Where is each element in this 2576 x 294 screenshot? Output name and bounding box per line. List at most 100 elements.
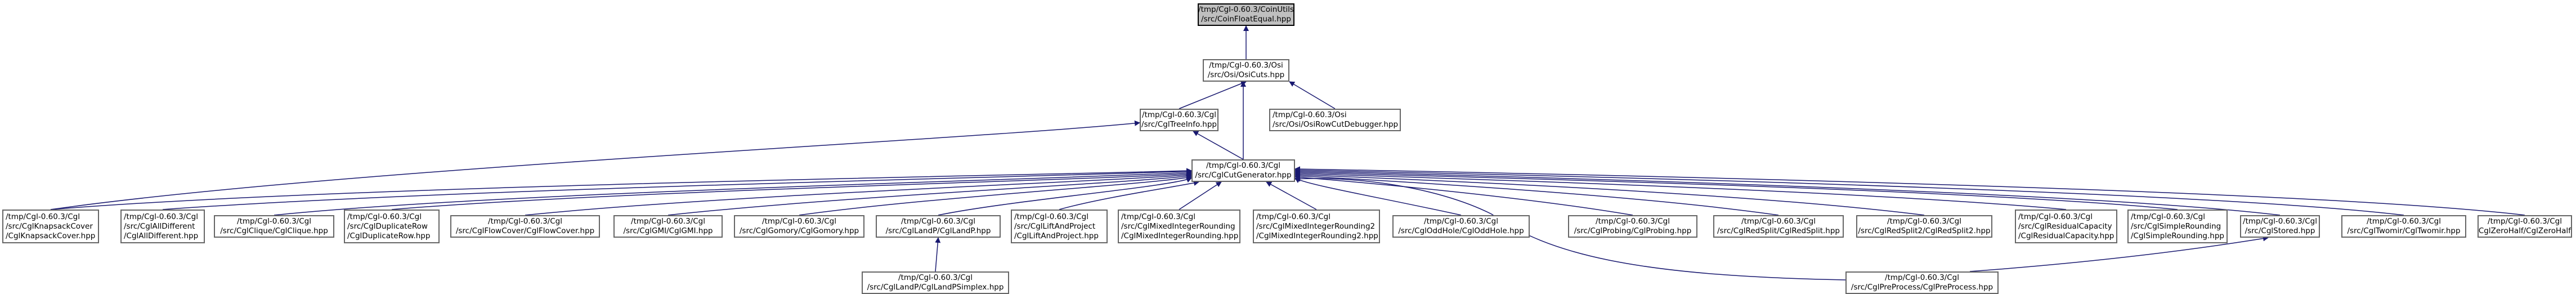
node-line: /tmp/Cgl-0.60.3/Cgl bbox=[2018, 212, 2093, 221]
edge-cglduplicaterow bbox=[391, 171, 1192, 210]
node-line: /tmp/Cgl-0.60.3/Cgl bbox=[237, 217, 311, 226]
node-cglzerohalf[interactable]: /tmp/Cgl-0.60.3/Cgl /src/CglZeroHalf/Cgl… bbox=[2478, 215, 2572, 238]
edge-cglsimplerounding bbox=[1294, 170, 2178, 210]
node-line: /CglDuplicateRow.hpp bbox=[347, 231, 431, 240]
edge-cglmixedintegerrounding2 bbox=[1266, 181, 1317, 210]
node-cglmixedintegerrounding2[interactable]: /tmp/Cgl-0.60.3/Cgl /src/CglMixedInteger… bbox=[1253, 210, 1380, 243]
node-line: /tmp/Cgl-0.60.3/Cgl bbox=[124, 212, 198, 221]
node-line: /CglSimpleRounding.hpp bbox=[2131, 231, 2224, 240]
node-line: /tmp/Cgl-0.60.3/Osi bbox=[1209, 61, 1283, 70]
node-cglalldifferent[interactable]: /tmp/Cgl-0.60.3/Cgl /src/CglAllDifferent… bbox=[120, 210, 205, 243]
node-cglduplicaterow[interactable]: /tmp/Cgl-0.60.3/Cgl /src/CglDuplicateRow… bbox=[344, 210, 440, 243]
node-line: /tmp/Cgl-0.60.3/Cgl bbox=[762, 217, 836, 226]
edge-cglredsplit bbox=[1294, 173, 1779, 216]
node-line: /src/CglOddHole/CglOddHole.hpp bbox=[1398, 226, 1524, 235]
edge-cglzerohalf bbox=[1294, 166, 2525, 216]
node-line: /tmp/Cgl-0.60.3/Cgl bbox=[2367, 217, 2441, 226]
node-cglandp[interactable]: /tmp/Cgl-0.60.3/Cgl /src/CglLandP/CglLan… bbox=[876, 215, 1001, 238]
node-line: /src/CglStored.hpp bbox=[2245, 226, 2315, 235]
node-line: /tmp/Cgl-0.60.3/Cgl bbox=[1424, 217, 1498, 226]
node-line: /tmp/Cgl-0.60.3/Osi bbox=[1273, 110, 1347, 119]
node-cglprobing[interactable]: /tmp/Cgl-0.60.3/Cgl /src/CglProbing/CglP… bbox=[1568, 215, 1697, 238]
edge-cglgmi bbox=[667, 173, 1192, 216]
edge-cglandp bbox=[938, 177, 1192, 216]
node-cglclique[interactable]: /tmp/Cgl-0.60.3/Cgl /src/CglClique/CglCl… bbox=[214, 215, 334, 238]
node-cglsimplerounding[interactable]: /tmp/Cgl-0.60.3/Cgl /src/CglSimpleRoundi… bbox=[2127, 210, 2228, 243]
node-line: /tmp/Cgl-0.60.3/Cgl bbox=[488, 217, 562, 226]
node-line: /tmp/Cgl-0.60.3/Cgl bbox=[2243, 217, 2317, 226]
node-line: /src/CglGomory/CglGomory.hpp bbox=[739, 226, 859, 235]
node-cgloddhole[interactable]: /tmp/Cgl-0.60.3/Cgl /src/CglOddHole/CglO… bbox=[1392, 215, 1530, 238]
node-line: /src/CglRedSplit2/CglRedSplit2.hpp bbox=[1858, 226, 1991, 235]
node-cgltreeinfo[interactable]: /tmp/Cgl-0.60.3/Cgl /src/CglTreeInfo.hpp bbox=[1140, 109, 1218, 131]
node-line: /src/CglMixedIntegerRounding bbox=[1121, 221, 1235, 231]
node-line: /src/CglCutGenerator.hpp bbox=[1195, 171, 1292, 180]
node-line: /src/CglZeroHalf/CglZeroHalf.hpp bbox=[2478, 226, 2571, 235]
node-cglflowcover[interactable]: /tmp/Cgl-0.60.3/Cgl /src/CglFlowCover/Cg… bbox=[450, 215, 600, 238]
node-line: /src/CglAllDifferent bbox=[124, 221, 195, 231]
node-line: /src/CglLiftAndProject bbox=[1014, 221, 1096, 231]
edge-cgltreeinfo bbox=[1179, 81, 1247, 109]
node-cglstored[interactable]: /tmp/Cgl-0.60.3/Cgl /src/CglStored.hpp bbox=[2240, 215, 2320, 238]
node-cglliftandproject[interactable]: /tmp/Cgl-0.60.3/Cgl /src/CglLiftAndProje… bbox=[1011, 210, 1108, 243]
edge-cglredsplit2 bbox=[1294, 172, 1925, 216]
node-line: /src/CglTreeInfo.hpp bbox=[1141, 120, 1217, 129]
node-line: /src/Osi/OsiCuts.hpp bbox=[1207, 70, 1285, 79]
node-osirowcutdebugger[interactable]: /tmp/Cgl-0.60.3/Osi /src/Osi/OsiRowCutDe… bbox=[1269, 109, 1401, 131]
edge-cglcutgenerator-to-treeinfo bbox=[1193, 131, 1244, 160]
node-line: /src/CglLandP/CglLandP.hpp bbox=[885, 226, 991, 235]
edge-cgltwomir bbox=[1294, 167, 2404, 216]
node-line: /tmp/Cgl-0.60.3/Cgl bbox=[1887, 217, 1961, 226]
node-line: /src/CoinFloatEqual.hpp bbox=[1201, 15, 1291, 24]
node-line: /src/CglFlowCover/CglFlowCover.hpp bbox=[455, 226, 595, 235]
node-osicuts[interactable]: /tmp/Cgl-0.60.3/Osi /src/Osi/OsiCuts.hpp bbox=[1203, 59, 1289, 82]
edge-cglknapsackcover-to-treeinfo bbox=[50, 120, 1140, 210]
node-line: /tmp/Cgl-0.60.3/Cgl bbox=[1206, 161, 1280, 170]
node-line: /tmp/Cgl-0.60.3/Cgl bbox=[901, 217, 975, 226]
node-line: /src/CglLandP/CglLandPSimplex.hpp bbox=[867, 283, 1004, 292]
node-cglpreprocess[interactable]: /tmp/Cgl-0.60.3/Cgl /src/CglPreProcess/C… bbox=[1845, 271, 1999, 294]
node-line: /tmp/Cgl-0.60.3/Cgl bbox=[1142, 110, 1216, 119]
node-line: /tmp/Cgl-0.60.3/Cgl bbox=[631, 217, 705, 226]
node-line: /src/CglDuplicateRow bbox=[347, 221, 428, 231]
node-line: /tmp/Cgl-0.60.3/Cgl bbox=[6, 212, 80, 221]
node-line: /src/CglGMI/CglGMI.hpp bbox=[623, 226, 713, 235]
node-cgltwomir[interactable]: /tmp/Cgl-0.60.3/Cgl /src/CglTwomir/CglTw… bbox=[2341, 215, 2466, 238]
edge-cglknapsackcover bbox=[50, 168, 1192, 210]
edge-cglresidualcapacity bbox=[1294, 171, 2067, 210]
node-line: /tmp/Cgl-0.60.3/Cgl bbox=[898, 273, 973, 282]
node-line: /src/CglPreProcess/CglPreProcess.hpp bbox=[1851, 283, 1993, 292]
node-cglgmi[interactable]: /tmp/Cgl-0.60.3/Cgl /src/CglGMI/CglGMI.h… bbox=[613, 215, 723, 238]
node-cglcutgenerator[interactable]: /tmp/Cgl-0.60.3/Cgl /src/CglCutGenerator… bbox=[1191, 159, 1295, 182]
node-line: /CglKnapsackCover.hpp bbox=[6, 231, 96, 240]
node-line: /tmp/Cgl-0.60.3/Cgl bbox=[1256, 212, 1330, 221]
edge-cglliftandproject bbox=[1059, 180, 1199, 210]
edge-cglclique bbox=[274, 170, 1192, 216]
node-line: /tmp/Cgl-0.60.3/Cgl bbox=[1596, 217, 1670, 226]
node-cglredsplit[interactable]: /tmp/Cgl-0.60.3/Cgl /src/CglRedSplit/Cgl… bbox=[1713, 215, 1844, 238]
node-line: /CglMixedIntegerRounding.hpp bbox=[1121, 231, 1239, 240]
node-line: /CglResidualCapacity.hpp bbox=[2018, 231, 2114, 240]
edge-cglmixedintegerrounding bbox=[1179, 181, 1222, 210]
node-line: /src/CglKnapsackCover bbox=[6, 221, 93, 231]
node-line: /src/CglTwomir/CglTwomir.hpp bbox=[2347, 226, 2461, 235]
edge-cglalldifferent bbox=[162, 168, 1192, 210]
node-line: /src/CglSimpleRounding bbox=[2131, 221, 2221, 231]
node-line: /CglLiftAndProject.hpp bbox=[1014, 231, 1099, 240]
node-line: /src/Osi/OsiRowCutDebugger.hpp bbox=[1273, 120, 1399, 129]
node-line: /src/CglClique/CglClique.hpp bbox=[220, 226, 328, 235]
node-cglmixedintegerrounding[interactable]: /tmp/Cgl-0.60.3/Cgl /src/CglMixedInteger… bbox=[1118, 210, 1240, 243]
node-cglknapsackcover[interactable]: /tmp/Cgl-0.60.3/Cgl /src/CglKnapsackCove… bbox=[2, 210, 99, 243]
node-line: /tmp/Cgl-0.60.3/CoinUtils bbox=[1198, 5, 1294, 14]
node-line: /tmp/Cgl-0.60.3/Cgl bbox=[1741, 217, 1816, 226]
node-coinfloatequal[interactable]: /tmp/Cgl-0.60.3/CoinUtils /src/CoinFloat… bbox=[1198, 3, 1294, 26]
node-cglgomory[interactable]: /tmp/Cgl-0.60.3/Cgl /src/CglGomory/CglGo… bbox=[734, 215, 864, 238]
node-cglresidualcapacity[interactable]: /tmp/Cgl-0.60.3/Cgl /src/CglResidualCapa… bbox=[2015, 210, 2117, 243]
node-cglandpsimplex[interactable]: /tmp/Cgl-0.60.3/Cgl /src/CglLandP/CglLan… bbox=[862, 271, 1009, 294]
node-cglredsplit2[interactable]: /tmp/Cgl-0.60.3/Cgl /src/CglRedSplit2/Cg… bbox=[1856, 215, 1992, 238]
node-line: /src/CglProbing/CglProbing.hpp bbox=[1574, 226, 1692, 235]
node-line: /tmp/Cgl-0.60.3/Cgl bbox=[2488, 217, 2562, 226]
node-line: /src/CglResidualCapacity bbox=[2018, 221, 2112, 231]
edge-cglandpsimplex bbox=[935, 237, 941, 272]
